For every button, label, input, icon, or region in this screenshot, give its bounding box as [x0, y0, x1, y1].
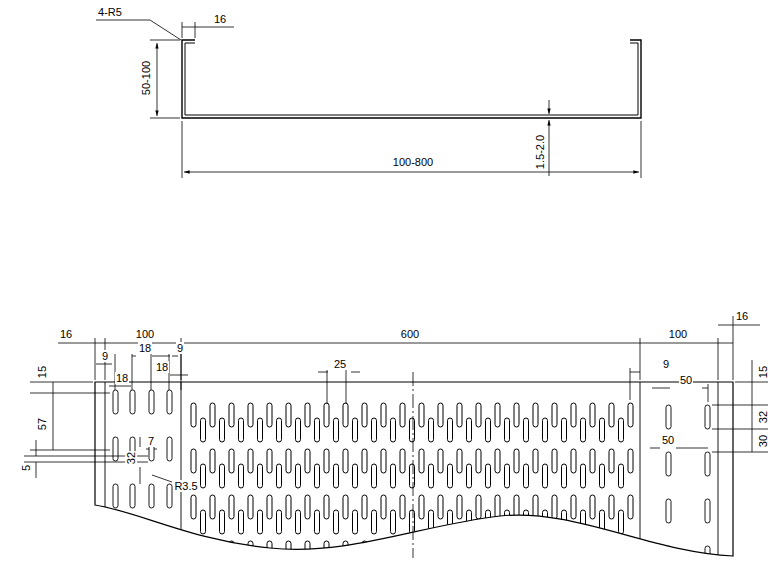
- dimension-line: [157, 43, 158, 116]
- dimension-line: [58, 325, 760, 343]
- dimension-label: 16: [735, 310, 749, 322]
- extension-line: [630, 368, 708, 402]
- dimension-label: 1.5-2.0: [534, 134, 546, 170]
- dimension-line: [36, 382, 53, 478]
- dimension-label: 9: [176, 342, 184, 354]
- dimension-label: 100: [668, 328, 688, 340]
- extension-line: [712, 382, 768, 452]
- dimension-line: [184, 172, 639, 173]
- dimension-label: 9: [662, 358, 670, 370]
- dimension-line: [630, 372, 708, 388]
- pattern-dimensions: [24, 316, 768, 484]
- dimension-label: 18: [155, 361, 169, 373]
- profile-outer: [182, 40, 641, 118]
- dimension-label: 15: [757, 365, 769, 379]
- tray-section: [182, 40, 641, 118]
- dimension-label: 100-800: [392, 156, 434, 168]
- dimension-label: 600: [400, 328, 420, 340]
- dimension-line: [752, 360, 753, 452]
- dimension-line: [95, 343, 733, 344]
- dimension-label: 32: [757, 410, 769, 424]
- dimension-label: 16: [213, 13, 227, 25]
- dimension-label: 50: [679, 374, 693, 386]
- dimension-label: 50-100: [140, 60, 152, 96]
- dimension-label: 25: [333, 358, 347, 370]
- dimension-label: 100: [135, 328, 155, 340]
- bend-line: [105, 382, 718, 560]
- dimension-label: 9: [101, 350, 109, 362]
- dimension-label: 32: [125, 451, 137, 465]
- dimension-label: 4-R5: [97, 6, 123, 18]
- dimension-label: 18: [138, 342, 152, 354]
- dimension-label: 30: [757, 434, 769, 448]
- section-dimensions: [96, 20, 641, 178]
- dimension-label: 15: [36, 365, 48, 379]
- profile-inner: [185, 43, 638, 115]
- dimension-line: [549, 100, 550, 114]
- dimension-label: 7: [147, 435, 155, 447]
- extension-line: [327, 370, 346, 404]
- dimension-line: [182, 27, 234, 28]
- flat-pattern: [95, 372, 733, 562]
- dimension-label: 5: [20, 464, 32, 472]
- dimension-label: R3.5: [173, 480, 198, 492]
- extension-line: [95, 316, 733, 380]
- slot-field: [188, 400, 636, 560]
- dimension-line: [318, 372, 360, 373]
- leader-line: [96, 20, 181, 40]
- leader-line: [152, 475, 172, 482]
- dimension-line: [549, 120, 550, 176]
- dimension-label: 16: [59, 328, 73, 340]
- center-line: [413, 372, 414, 558]
- dimension-line: [650, 448, 708, 449]
- extension-line: [115, 354, 181, 390]
- dimension-line: [96, 356, 188, 386]
- extension-line: [150, 40, 180, 118]
- extension-line: [182, 121, 641, 178]
- side-slots: [113, 390, 710, 562]
- extension-line: [182, 22, 195, 38]
- dimension-label: 50: [661, 434, 675, 446]
- dimension-label: 18: [115, 372, 129, 384]
- dimension-label: 57: [36, 417, 48, 431]
